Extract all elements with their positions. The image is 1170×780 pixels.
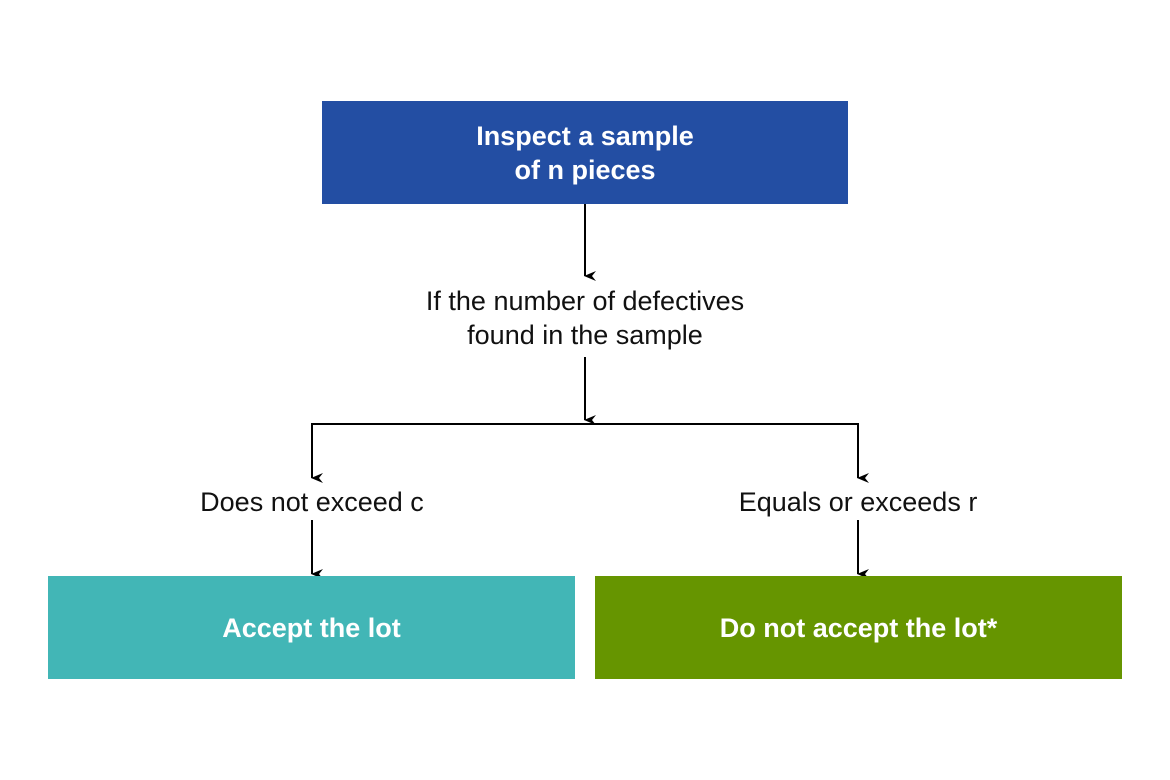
reject-lot-box: Do not accept the lot* xyxy=(595,576,1122,679)
inspect-sample-box: Inspect a sample of n pieces xyxy=(322,101,848,204)
branch-label-does-not-exceed: Does not exceed c xyxy=(200,487,424,517)
defectives-question: If the number of defectives found in the… xyxy=(335,284,835,352)
question-line-2: found in the sample xyxy=(467,320,703,350)
question-line-1: If the number of defectives xyxy=(425,286,745,316)
inspect-line-2: of n pieces xyxy=(514,154,656,185)
inspect-line-1: Inspect a sample xyxy=(476,120,694,151)
branch-label-equals-or-exceeds: Equals or exceeds r xyxy=(738,487,978,517)
accept-lot-box: Accept the lot xyxy=(48,576,575,679)
accept-lot-label: Accept the lot xyxy=(222,612,401,643)
reject-lot-label: Do not accept the lot* xyxy=(719,612,998,643)
split-branch-line xyxy=(311,423,859,478)
